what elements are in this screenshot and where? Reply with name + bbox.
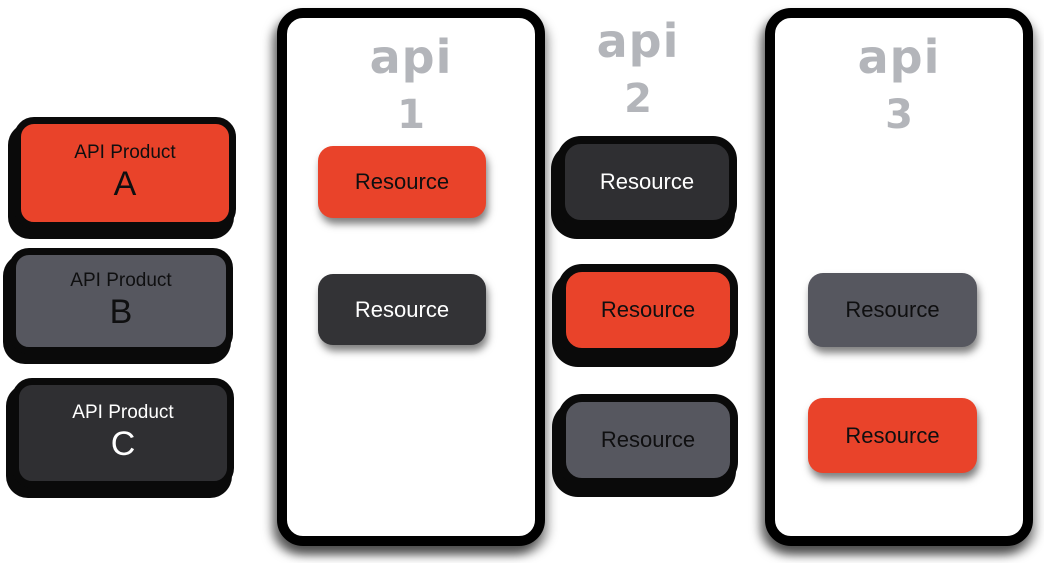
api-2-number: 2	[624, 76, 652, 122]
api-product-c-letter: C	[110, 425, 136, 464]
api-3-resource-2: Resource	[808, 398, 977, 473]
api-1-title: api	[369, 30, 453, 84]
api-3-resource-1: Resource	[808, 273, 977, 347]
api-1-resource-2: Resource	[318, 274, 486, 345]
api-1-header: api 1	[287, 18, 535, 135]
api-1-container: api 1	[277, 8, 545, 546]
resource-label: Resource	[845, 297, 940, 322]
api-2-resource-2: Resource	[558, 264, 738, 356]
api-product-a-letter: A	[113, 165, 137, 204]
api-product-a-label: API Product	[74, 141, 176, 163]
api-3-header: api 3	[775, 18, 1023, 135]
resource-label: Resource	[600, 427, 696, 452]
resource-label: Resource	[354, 296, 450, 322]
api-product-b-letter: B	[109, 293, 133, 332]
resource-label: Resource	[599, 169, 695, 194]
resource-label: Resource	[600, 297, 696, 322]
api-1-number: 1	[397, 92, 425, 138]
api-2-title: api	[596, 14, 680, 68]
api-2-resource-1: Resource	[557, 136, 737, 228]
resource-label: Resource	[845, 422, 940, 448]
api-1-resource-1: Resource	[318, 146, 486, 218]
api-3-number: 3	[885, 92, 913, 138]
resource-label: Resource	[354, 169, 450, 194]
api-2-resource-3: Resource	[558, 394, 738, 486]
api-2-header: api 2	[577, 18, 699, 119]
api-product-b-box: API Product B	[9, 248, 233, 354]
api-product-c-label: API Product	[72, 401, 174, 423]
api-product-a-box: API Product A	[14, 117, 236, 229]
api-product-b-label: API Product	[70, 269, 172, 291]
api-3-title: api	[857, 30, 941, 84]
api-product-c-box: API Product C	[12, 378, 234, 488]
